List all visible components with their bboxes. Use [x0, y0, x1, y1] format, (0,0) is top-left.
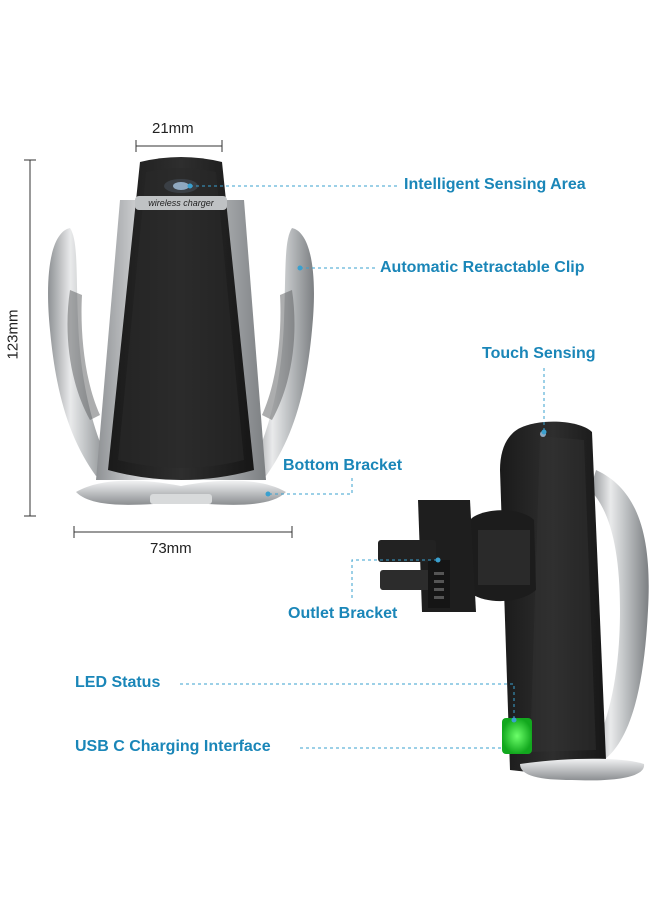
device-badge: wireless charger: [148, 198, 214, 208]
dimension-lines: [24, 140, 293, 538]
callout-intelligent-sensing: Intelligent Sensing Area: [404, 176, 586, 193]
height-dimension-label: 123mm: [4, 309, 22, 360]
callout-touch-sensing: Touch Sensing: [482, 345, 596, 362]
leader-lines: [180, 185, 545, 749]
side-view: [378, 421, 649, 781]
leader-dots: [187, 183, 547, 723]
callout-bottom-bracket: Bottom Bracket: [283, 457, 403, 474]
callout-outlet-bracket: Outlet Bracket: [288, 605, 398, 622]
width-dimension-label: 21mm: [152, 120, 194, 137]
callout-led-status: LED Status: [75, 674, 161, 691]
callout-retractable-clip: Automatic Retractable Clip: [380, 259, 585, 276]
front-view: [48, 157, 314, 505]
callout-usb-c: USB C Charging Interface: [75, 738, 271, 755]
base-dimension-label: 73mm: [150, 540, 192, 557]
